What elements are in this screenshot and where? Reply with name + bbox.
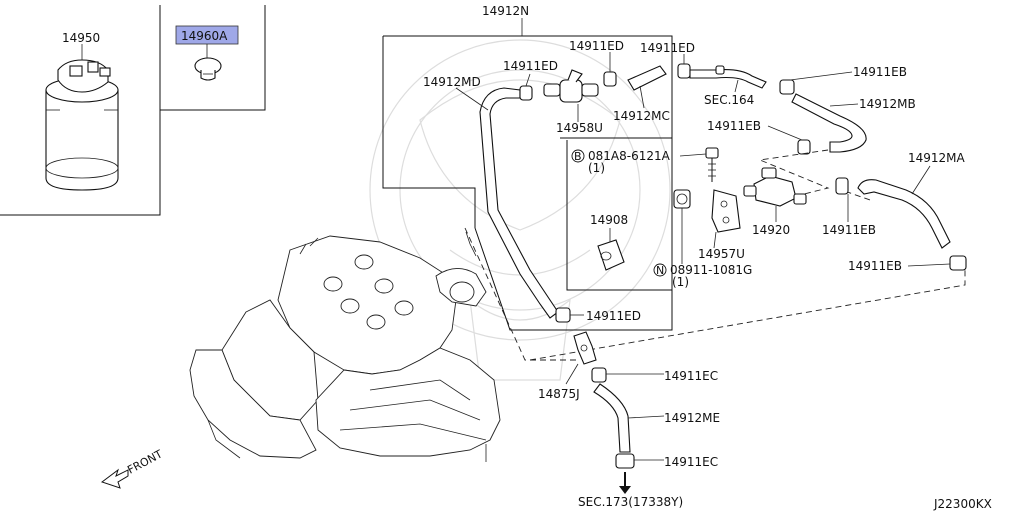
connector-14875J xyxy=(573,331,597,365)
label-14911EB-a: 14911EB xyxy=(853,65,907,79)
canister-14950 xyxy=(45,59,119,191)
clamp-14911ED-a xyxy=(519,85,533,101)
hose-14912MA xyxy=(857,179,951,249)
hose-14912MD xyxy=(479,87,559,319)
nut-mark: N xyxy=(656,264,664,277)
hose-14912MC xyxy=(627,65,667,91)
label-14912MB: 14912MB xyxy=(859,97,916,111)
diagram-id: J22300KX xyxy=(933,497,992,511)
label-14911EB-b: 14911EB xyxy=(707,119,761,133)
inset-frames xyxy=(0,5,266,216)
label-sec164: SEC.164 xyxy=(704,93,754,107)
label-14911ED-b: 14911ED xyxy=(569,39,624,53)
label-14957U: 14957U xyxy=(698,247,745,261)
dashed-leaders xyxy=(464,149,966,361)
label-14911ED-d: 14911ED xyxy=(586,309,641,323)
nut-08911-1081G xyxy=(673,189,691,209)
bolt-mark: B xyxy=(574,150,582,163)
solenoid-14920 xyxy=(743,167,807,207)
grommet-14908 xyxy=(597,239,625,271)
label-14908: 14908 xyxy=(590,213,628,227)
watermark-emblem xyxy=(369,39,671,381)
arrow-down-icon xyxy=(619,472,631,494)
label-14912ME: 14912ME xyxy=(664,411,720,425)
label-14912MA: 14912MA xyxy=(908,151,966,165)
pipe-sec164 xyxy=(689,65,767,89)
label-14912N: 14912N xyxy=(482,4,529,18)
bolt-081A8-6121A xyxy=(705,147,719,182)
label-nut-qty: (1) xyxy=(672,275,689,289)
clamp-14911ED-c xyxy=(677,63,691,79)
hose-14912MB xyxy=(791,93,867,153)
label-14960A: 14960A xyxy=(181,29,228,43)
clamp-14911EB-d xyxy=(949,255,967,271)
grommet-14960A xyxy=(194,57,222,81)
group-box-14912N xyxy=(382,35,673,331)
engine-block xyxy=(189,231,501,462)
label-14912MC: 14912MC xyxy=(613,109,670,123)
front-arrow-icon xyxy=(100,468,129,489)
clamp-14911EC-a xyxy=(591,367,607,383)
label-14958U: 14958U xyxy=(556,121,603,135)
label-bolt-code: 081A8-6121A xyxy=(588,149,671,163)
bracket-14957U xyxy=(711,189,741,233)
label-14911ED-a: 14911ED xyxy=(503,59,558,73)
hose-14912ME xyxy=(593,383,631,453)
clamp-14911EB-a xyxy=(779,79,795,95)
label-14950: 14950 xyxy=(62,31,100,45)
bolt-mark-circle xyxy=(571,149,585,163)
label-front: FRONT xyxy=(125,447,165,476)
label-14911EC-a: 14911EC xyxy=(664,369,718,383)
clamp-14911EB-b xyxy=(797,139,811,155)
valve-14958U xyxy=(543,69,599,103)
label-sec173: SEC.173(17338Y) xyxy=(578,495,683,509)
label-14911EB-d: 14911EB xyxy=(848,259,902,273)
label-14911ED-c: 14911ED xyxy=(640,41,695,55)
label-bolt-qty: (1) xyxy=(588,161,605,175)
clamp-14911ED-b xyxy=(603,71,617,87)
label-14911EB-c: 14911EB xyxy=(822,223,876,237)
label-14912MD: 14912MD xyxy=(423,75,481,89)
label-14911EC-b: 14911EC xyxy=(664,455,718,469)
clamp-14911ED-d xyxy=(555,307,571,323)
label-14920: 14920 xyxy=(752,223,790,237)
label-nut-code: 08911-1081G xyxy=(670,263,752,277)
label-14875J: 14875J xyxy=(538,387,580,401)
nut-mark-circle xyxy=(653,263,667,277)
clamp-14911EB-c xyxy=(835,177,849,195)
clamp-14911EC-b xyxy=(615,453,635,469)
